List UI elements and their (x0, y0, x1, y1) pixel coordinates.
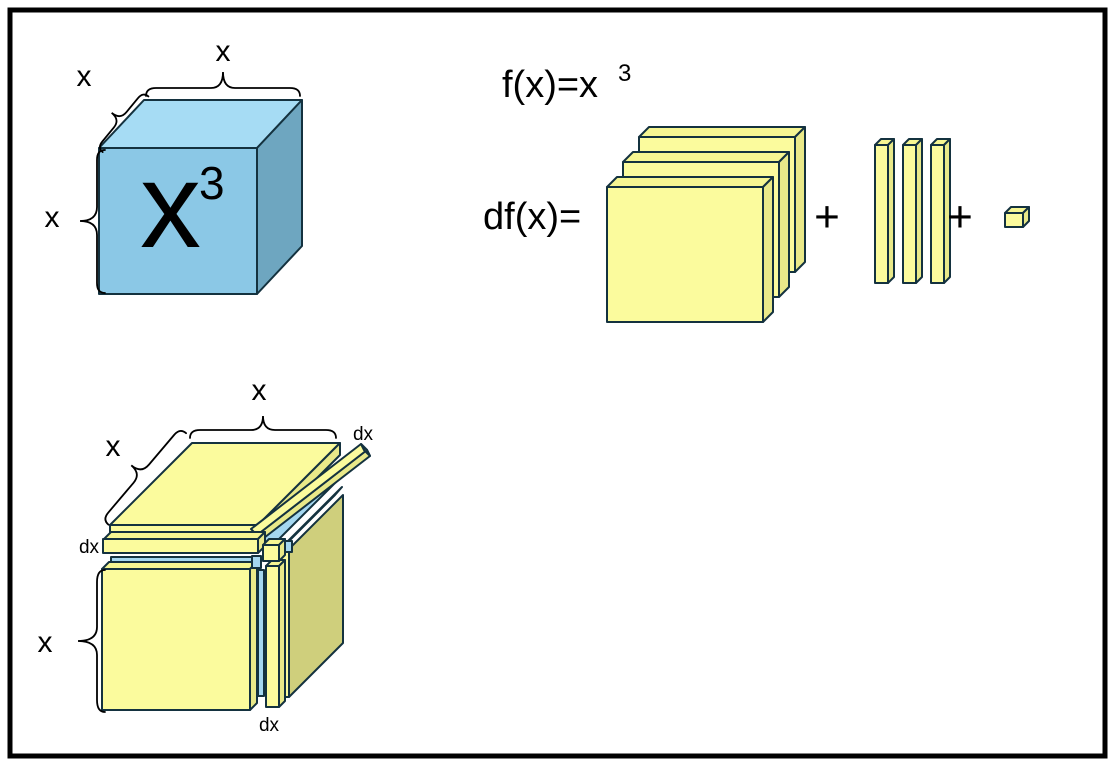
formula-group: f(x)=x 3 df(x)= (483, 60, 631, 238)
bar-2-front-face (902, 144, 917, 284)
bar-group (874, 138, 951, 284)
front-slab (101, 561, 258, 711)
slab-1-side-face (762, 176, 774, 323)
blue-edge-strip-vertical (257, 569, 265, 697)
decomposition-brace-top-label: x (252, 374, 267, 407)
fx-formula-exponent: 3 (618, 60, 631, 87)
tiny-cube (1004, 206, 1030, 228)
bar-1 (874, 138, 895, 284)
bar-2 (902, 138, 923, 284)
decomposition-brace-side (77, 569, 106, 713)
cube-brace-depth (99, 93, 150, 153)
diagonal-bar-end-face (360, 443, 371, 457)
decomposition-brace-side-label: x (38, 626, 53, 659)
front-slab-top-face (101, 561, 258, 570)
bar-3-front-face (930, 144, 945, 284)
frame-border (7, 7, 1108, 759)
dx-label-bottom: dx (259, 715, 280, 736)
slab-2-side-face (778, 151, 790, 298)
horizontal-bar-front-face (102, 538, 259, 554)
cube-brace-side-label: x (45, 201, 60, 234)
cube-brace-depth-label: x (77, 60, 92, 93)
cube-label-exponent: 3 (199, 157, 225, 209)
blue-corner-bit-left (251, 555, 262, 569)
slab-1-front-face (606, 186, 764, 323)
dx-label-left: dx (79, 537, 100, 558)
cube-front-face (98, 147, 258, 295)
bar-1-front-face (874, 144, 889, 284)
slab-1 (606, 176, 774, 323)
plus-sign-2: + (947, 193, 973, 242)
corner-cube (262, 538, 286, 562)
front-slab-side-face (249, 561, 258, 711)
side-slab-outer-face (288, 494, 344, 698)
corner-cube-front-face (262, 544, 280, 562)
slab-3-side-face (794, 126, 806, 273)
slab-1-top-face (606, 176, 774, 188)
cube-label-base: x (140, 137, 201, 273)
cube-brace-top (145, 71, 301, 97)
exploded-cube-figure: x x x dx dx dx (38, 374, 374, 736)
horizontal-bar-top-face (103, 531, 266, 540)
decomposition-brace-depth-label: x (106, 430, 121, 463)
vertical-edge-bar (265, 559, 286, 708)
cube-brace-top-label: x (216, 35, 231, 68)
cube-figure: x 3 x x x (45, 35, 303, 295)
cube-brace-side (79, 149, 106, 294)
horizontal-edge-bar (102, 531, 266, 554)
plus-sign-1: + (814, 193, 840, 242)
fx-formula: f(x)=x (502, 64, 598, 106)
decomposition-brace-depth (104, 430, 188, 526)
dfx-formula: df(x)= (483, 196, 581, 238)
front-slab-front-face (101, 568, 251, 711)
bar-3 (930, 138, 951, 284)
tiny-cube-front-face (1004, 212, 1024, 228)
slab-3-top-face (638, 126, 806, 138)
vertical-bar-front-face (265, 565, 280, 708)
slab-2-top-face (622, 151, 790, 163)
decomposition-brace-top (189, 415, 337, 439)
dx-label-top: dx (353, 424, 374, 445)
slab-stack (606, 126, 806, 323)
